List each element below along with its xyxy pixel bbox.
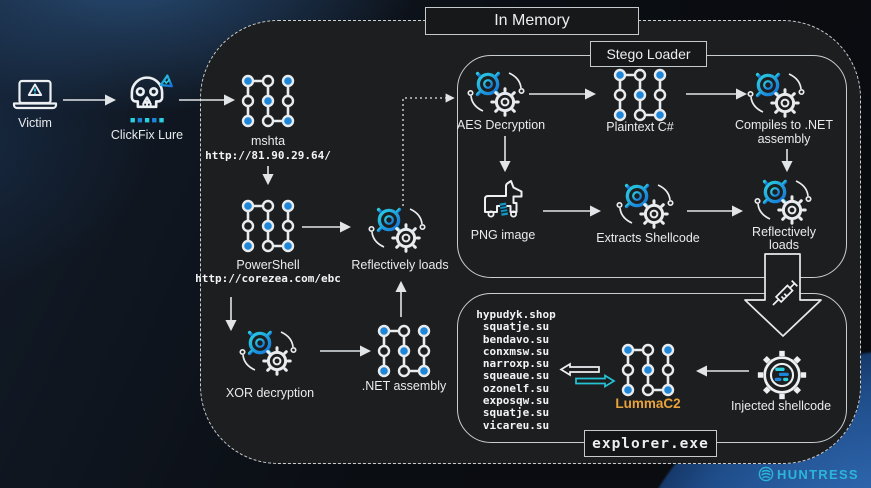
clickfix-label: ClickFix Lure	[110, 128, 184, 142]
c2-domain: squeaue.su	[482, 369, 550, 383]
reflectively-loads2-label-line1: Reflectively	[752, 225, 816, 239]
clickfix-skull-icon	[130, 74, 173, 123]
reflectively-loads-label: Reflectively loads	[351, 258, 449, 272]
aes-decryption-label: AES Decryption	[456, 118, 546, 132]
c2-domain: conxmsw.su	[482, 344, 550, 358]
mshta-label: mshta	[250, 134, 286, 148]
c2-domain-list: hypudyk.shop squatje.su bendavo.su conxm…	[461, 308, 571, 432]
powershell-url: http://corezea.com/ebc	[195, 272, 341, 285]
c2-domain: squatje.su	[482, 406, 550, 420]
xor-decryption-label: XOR decryption	[225, 386, 315, 400]
compiles-net-label-line2: assembly	[757, 132, 811, 146]
c2-domain: vicareu.su	[482, 418, 550, 432]
net-assembly-label: .NET assembly	[361, 379, 447, 393]
clickfix-dots	[130, 118, 164, 123]
c2-domain: narroxp.su	[482, 357, 550, 371]
huntress-logo-icon	[758, 466, 774, 482]
png-image-label: PNG image	[470, 228, 536, 242]
c2-domain: exposqw.su	[482, 394, 550, 408]
mshta-url: http://81.90.29.64/	[205, 149, 331, 162]
c2-domain: ozonelf.su	[482, 381, 550, 395]
c2-domain: squatje.su	[482, 320, 550, 334]
victim-laptop-icon	[12, 79, 58, 110]
lummac2-label: LummaC2	[615, 396, 681, 411]
explorer-exe-title: explorer.exe	[584, 430, 717, 457]
plaintext-csharp-label: Plaintext C#	[606, 120, 674, 134]
compiles-net-label-line1: Compiles to .NET	[735, 118, 833, 132]
injected-shellcode-label: Injected shellcode	[730, 399, 832, 413]
powershell-label: PowerShell	[236, 258, 300, 272]
stego-loader-title: Stego Loader	[590, 41, 707, 67]
c2-domain: bendavo.su	[482, 332, 550, 346]
reflectively-loads2-label-line2: loads	[769, 238, 799, 252]
huntress-wordmark: HUNTRESS	[777, 467, 859, 482]
in-memory-title: In Memory	[425, 7, 639, 35]
victim-label: Victim	[18, 116, 52, 130]
extracts-shellcode-label: Extracts Shellcode	[596, 231, 700, 245]
c2-domain: hypudyk.shop	[476, 308, 556, 321]
